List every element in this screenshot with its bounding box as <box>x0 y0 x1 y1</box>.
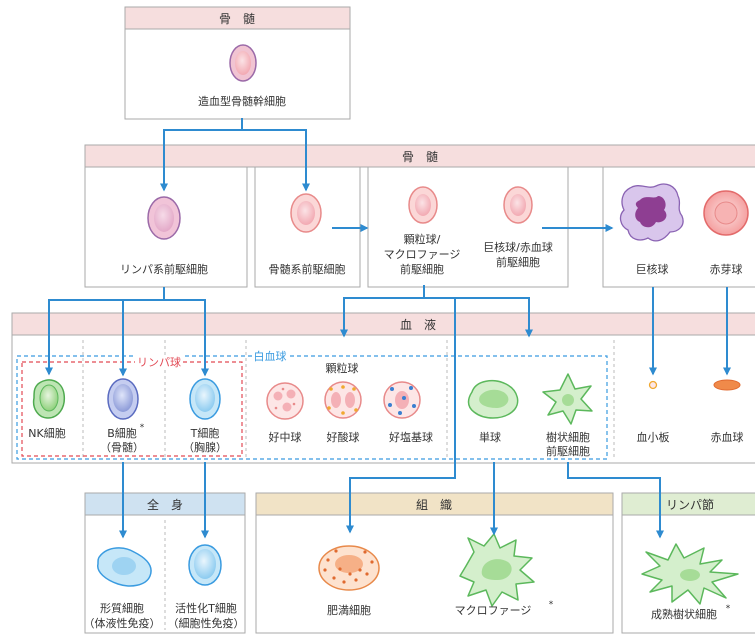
label-t-cell-1: T細胞 <box>190 427 220 440</box>
wbc-group-box <box>16 355 608 460</box>
rbc-icon <box>713 379 741 391</box>
neutrophil-icon <box>266 382 304 420</box>
mast-cell-icon <box>318 545 380 591</box>
label-gm-progenitor-2: マクロファージ <box>384 248 461 261</box>
myeloid-progenitor-icon <box>290 193 322 233</box>
gm-progenitor-icon <box>408 186 438 224</box>
mature-dc-icon <box>641 543 739 605</box>
label-hsc: 造血型骨髄幹細胞 <box>198 94 286 108</box>
header-lymph-node: リンパ節 <box>666 497 714 512</box>
header-blood: 血 液 <box>400 317 436 332</box>
macrophage-asterisk: * <box>549 600 554 610</box>
plasma-cell-icon <box>97 547 152 587</box>
progenitor-panel: 骨 髄 リンパ系前駆細胞 骨髄系前駆細胞 顆粒球/ マクロファージ 前駆細胞 巨… <box>84 144 755 288</box>
arrow-lymphoid-nk <box>45 287 165 376</box>
tissue-panel: 組 織 肥満細胞 マクロファージ * <box>255 492 614 634</box>
whole-body-panel: 全 身 形質細胞 （体液性免疫） 活性化T細胞 （細胞性免疫） <box>84 492 246 634</box>
label-activated-t-1: 活性化T細胞 <box>175 601 237 615</box>
label-plasma-2: （体液性免疫） <box>84 616 161 630</box>
label-lymphoid-progenitor: リンパ系前駆細胞 <box>120 262 208 276</box>
lymphocyte-group-box <box>21 361 243 457</box>
label-granulocytes: 顆粒球 <box>326 361 359 375</box>
label-mep-1: 巨核球/赤血球 <box>483 240 553 254</box>
platelet-icon <box>648 380 658 390</box>
label-neutrophil: 好中球 <box>269 430 302 444</box>
label-mast: 肥満細胞 <box>327 604 371 617</box>
arrow-hsc-split <box>160 118 243 192</box>
label-megakaryocyte: 巨核球 <box>636 262 669 276</box>
label-macrophage: マクロファージ <box>455 604 532 617</box>
arrow-gm-split <box>340 285 425 338</box>
label-mep-2: 前駆細胞 <box>496 255 540 269</box>
b-cell-asterisk: * <box>140 423 145 433</box>
nk-cell-icon <box>32 379 66 419</box>
label-eosinophil: 好酸球 <box>327 430 360 444</box>
label-dc-precursor-2: 前駆細胞 <box>546 444 590 458</box>
basophil-icon <box>383 381 421 419</box>
label-platelet: 血小板 <box>637 430 670 444</box>
label-gm-progenitor-3: 前駆細胞 <box>400 262 444 276</box>
arrows <box>45 118 731 539</box>
label-lymphocytes: リンパ球 <box>137 355 181 369</box>
label-t-cell-2: （胸腺） <box>183 440 227 454</box>
header-bone-marrow-mid: 骨 髄 <box>402 149 438 164</box>
header-tissue: 組 織 <box>416 498 452 512</box>
arrow-gm-mast <box>346 298 456 534</box>
lymph-node-panel: リンパ節 成熟樹状細胞 * <box>621 492 755 634</box>
activated-t-cell-icon <box>188 544 222 586</box>
eosinophil-icon <box>324 381 362 419</box>
megakaryocyte-icon <box>619 183 684 242</box>
mep-icon <box>503 186 533 224</box>
hsc-cell-icon <box>229 44 257 82</box>
label-myeloid-progenitor: 骨髄系前駆細胞 <box>269 262 346 276</box>
label-dc-precursor-1: 樹状細胞 <box>546 430 590 444</box>
label-b-cell-2: （骨髄） <box>100 440 144 454</box>
label-b-cell-1: B細胞 <box>107 427 137 440</box>
label-nk: NK細胞 <box>28 427 65 440</box>
arrow-dc-mature <box>567 462 664 539</box>
header-whole-body: 全 身 <box>147 497 183 512</box>
t-cell-icon <box>189 378 221 420</box>
label-wbc: 白血球 <box>254 349 287 363</box>
lymphoid-progenitor-icon <box>147 196 181 240</box>
dc-precursor-icon <box>542 373 593 425</box>
arrow-hsc-myeloid <box>242 129 310 192</box>
label-rbc: 赤血球 <box>711 430 744 444</box>
label-mature-dc: 成熟樹状細胞 <box>651 607 717 621</box>
mature-dc-asterisk: * <box>726 604 731 614</box>
label-activated-t-2: （細胞性免疫） <box>168 616 245 630</box>
macrophage-icon <box>459 533 535 607</box>
label-basophil: 好塩基球 <box>389 430 433 444</box>
blood-panel: 血 液 白血球 リンパ球 顆粒球 NK細胞 B細胞 * （骨髄） T細胞 <box>11 312 755 464</box>
monocyte-icon <box>467 379 519 419</box>
arrow-gm-blood <box>424 297 533 338</box>
arrow-lymphoid-t <box>164 299 209 377</box>
label-monocyte: 単球 <box>479 430 501 444</box>
label-erythroblast: 赤芽球 <box>710 262 743 276</box>
hsc-panel: 骨 髄 造血型骨髄幹細胞 <box>124 6 351 120</box>
erythroblast-icon <box>703 190 749 236</box>
label-gm-progenitor-1: 顆粒球/ <box>404 232 441 246</box>
header-bone-marrow-top: 骨 髄 <box>219 11 255 26</box>
b-cell-icon <box>107 378 139 420</box>
label-plasma-1: 形質細胞 <box>100 601 144 615</box>
